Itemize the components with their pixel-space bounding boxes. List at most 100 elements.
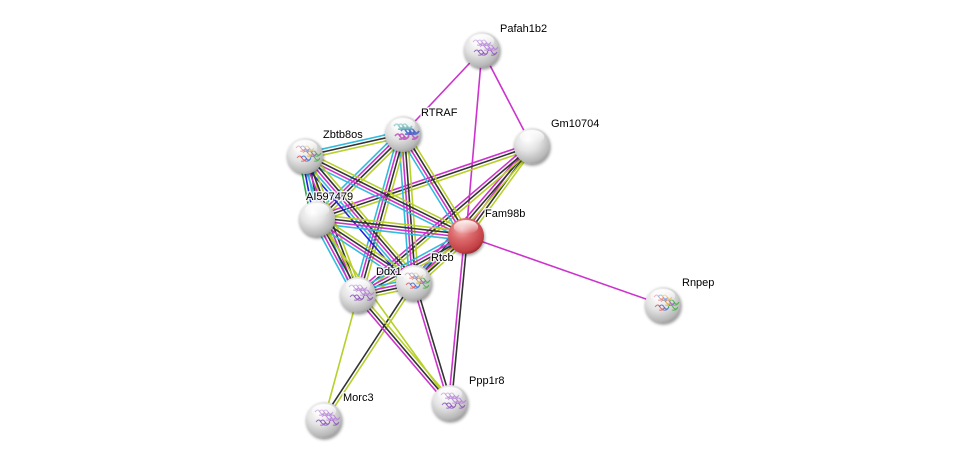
node-rnpep[interactable] xyxy=(645,287,681,323)
node-label-halo: Fam98b xyxy=(485,208,525,220)
edge-line-experiments xyxy=(402,49,483,135)
structure-stroke xyxy=(315,419,327,426)
edge-line-experiments xyxy=(316,219,466,239)
structure-stroke xyxy=(398,133,410,140)
structure-stroke xyxy=(445,402,457,409)
node-label-halo: Ppp1r8 xyxy=(469,375,504,387)
node-label-halo: Zbtb8os xyxy=(323,129,363,141)
structure-stroke xyxy=(441,402,453,409)
node-label-halo: Pafah1b2 xyxy=(500,23,547,35)
edge-pafah1b2-rtraf[interactable] xyxy=(402,49,483,135)
edge-line-experiments xyxy=(411,283,450,404)
edge-rtraf-ddx1[interactable] xyxy=(352,132,409,297)
structure-stroke xyxy=(353,294,365,301)
structure-stroke xyxy=(296,155,308,162)
edge-fam98b-rnpep[interactable] xyxy=(465,235,664,306)
node-highlight xyxy=(650,289,676,303)
edge-line-databases xyxy=(316,222,466,242)
edge-line-textmining xyxy=(323,294,359,421)
node-morc3[interactable] xyxy=(306,402,342,438)
node-highlight xyxy=(453,220,479,234)
node-highlight xyxy=(437,387,463,401)
node-label-gm10704[interactable]: Gm10704 xyxy=(551,118,599,130)
edge-line-textmining xyxy=(308,151,420,280)
edge-line-databases xyxy=(313,130,401,217)
edge-line-textmining xyxy=(306,151,469,233)
edge-rtcb-morc3[interactable] xyxy=(322,281,416,422)
edge-line-experiments xyxy=(481,49,533,147)
node-ai597479[interactable] xyxy=(299,201,335,237)
node-gm10704[interactable] xyxy=(514,128,550,164)
edge-line-databases xyxy=(352,132,400,295)
structure-stroke xyxy=(349,294,361,301)
edge-line-textmining xyxy=(316,218,451,404)
node-label-halo: Rnpep xyxy=(682,277,714,289)
node-fam98b[interactable] xyxy=(448,218,484,254)
node-highlight xyxy=(519,130,545,144)
edge-line-experiments xyxy=(303,156,466,239)
structure-stroke xyxy=(409,282,421,289)
edge-line-coexpression xyxy=(317,216,467,236)
structure-stroke xyxy=(473,49,485,56)
edge-line-experiments xyxy=(315,142,532,217)
edge-ai597479-fam98b[interactable] xyxy=(316,213,467,242)
edge-line-textmining xyxy=(361,134,409,297)
node-label-rtraf[interactable]: RTRAF xyxy=(421,107,458,119)
node-label-zbtb8os[interactable]: Zbtb8os xyxy=(323,129,363,141)
node-label-ai597479[interactable]: AI597479 xyxy=(306,191,353,203)
edge-line-coexpression xyxy=(414,282,453,403)
edge-line-textmining xyxy=(324,283,416,422)
edge-fam98b-ppp1r8[interactable] xyxy=(447,235,469,404)
edge-line-coexpression xyxy=(306,153,417,282)
edge-line-coexpression xyxy=(357,294,451,404)
edge-line-experiments xyxy=(355,143,531,294)
node-label-halo: Morc3 xyxy=(343,392,374,404)
node-label-ppp1r8[interactable]: Ppp1r8 xyxy=(469,375,504,387)
edge-line-databases xyxy=(302,159,465,241)
node-pafah1b2[interactable] xyxy=(464,32,500,68)
node-highlight xyxy=(401,267,427,281)
edge-ddx1-ppp1r8[interactable] xyxy=(355,292,453,406)
structure-stroke xyxy=(394,133,406,140)
edge-line-experiments xyxy=(315,219,414,285)
structure-stroke xyxy=(300,155,312,162)
node-label-pafah1b2[interactable]: Pafah1b2 xyxy=(500,23,547,35)
edge-line-experiments xyxy=(465,235,664,306)
edge-zbtb8os-fam98b[interactable] xyxy=(302,151,469,241)
node-rtraf[interactable] xyxy=(385,116,421,152)
edge-ddx1-morc3[interactable] xyxy=(323,294,359,421)
structure-stroke xyxy=(405,282,417,289)
edge-line-experiments xyxy=(462,143,531,235)
node-label-fam98b[interactable]: Fam98b xyxy=(485,208,525,220)
edge-line-experiments xyxy=(356,233,466,295)
node-label-ddx1[interactable]: Ddx1 xyxy=(376,266,402,278)
node-zbtb8os[interactable] xyxy=(287,138,323,174)
edge-gm10704-fam98b[interactable] xyxy=(462,143,536,239)
node-rtcb[interactable] xyxy=(396,265,432,301)
edge-line-textmining xyxy=(319,214,417,280)
node-highlight xyxy=(292,140,318,154)
edge-line-coexpression xyxy=(403,133,417,283)
edge-rtcb-ppp1r8[interactable] xyxy=(411,282,453,404)
edge-line-coexpression xyxy=(317,134,405,221)
labels-layer: Pafah1b2Pafah1b2RTRAFRTRAFGm10704Gm10704… xyxy=(305,22,716,406)
node-label-rtcb[interactable]: Rtcb xyxy=(431,252,454,264)
node-ppp1r8[interactable] xyxy=(432,385,468,421)
structure-stroke xyxy=(658,304,670,311)
edge-line-textmining xyxy=(467,147,536,239)
node-label-halo: Gm10704 xyxy=(551,118,599,130)
structure-stroke xyxy=(477,49,489,56)
edge-pafah1b2-gm10704[interactable] xyxy=(481,49,533,147)
edge-line-experiments xyxy=(355,133,403,295)
edge-ai597479-ppp1r8[interactable] xyxy=(316,218,451,404)
edge-rtraf-ai597479[interactable] xyxy=(313,130,407,223)
node-label-rnpep[interactable]: Rnpep xyxy=(682,277,714,289)
node-highlight xyxy=(304,203,330,217)
edge-line-coexpression xyxy=(403,132,468,236)
node-label-halo: AI597479 xyxy=(306,191,353,203)
edge-line-experiments xyxy=(447,235,466,403)
edge-line-coexpression xyxy=(358,134,406,296)
edge-line-coexpression xyxy=(322,281,414,420)
node-label-morc3[interactable]: Morc3 xyxy=(343,392,374,404)
node-ddx1[interactable] xyxy=(340,277,376,313)
